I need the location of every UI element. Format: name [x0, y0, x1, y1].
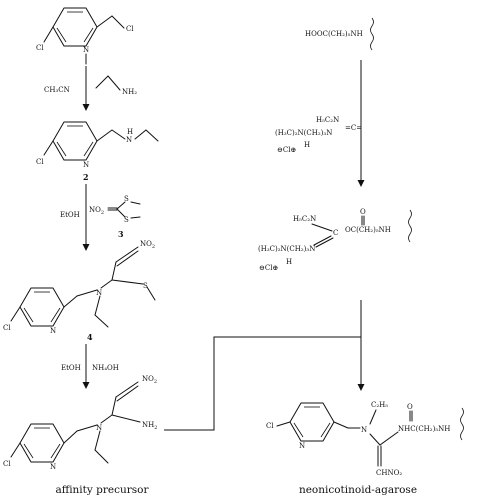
- compound-3: NO2 S S 3: [89, 195, 141, 239]
- precursor-no2: NO2: [142, 375, 157, 385]
- compound-4-amine-n: N: [96, 289, 102, 297]
- edc-reagent: H₅C₂N =C= (H₃C)₂N(CH₂)₃N ⊖Cl⊕ H: [275, 116, 362, 154]
- compound-1-ring-n: N: [83, 46, 89, 54]
- compound-2-nh-n: N: [126, 136, 132, 144]
- ester-h: H: [286, 258, 292, 266]
- acid-support-wavy: [370, 17, 374, 51]
- coupling-connector: [164, 336, 361, 431]
- compound-4-no2: NO2: [140, 240, 155, 250]
- compound-4-ring-n: N: [50, 327, 56, 335]
- ester-h5c2n: H₅C₂N: [293, 215, 316, 223]
- acid-spacer: HOOC(CH₂)₅NH: [305, 17, 374, 51]
- ester-amine: (H₃C)₂N(CH₂)₃N: [258, 245, 315, 253]
- step3-solvent: EtOH: [61, 364, 81, 372]
- agarose-ring-n: N: [299, 442, 305, 450]
- acid-formula: HOOC(CH₂)₅NH: [305, 30, 363, 38]
- compound-1-ring: [52, 7, 98, 47]
- ethylamine-reagent: NH₂: [95, 75, 137, 96]
- agarose-c2h5: C₂H₅: [371, 401, 388, 409]
- compound-3-no2: NO2: [89, 206, 104, 216]
- compound-2-ring-cl: Cl: [36, 158, 44, 166]
- compound-1: Cl Cl N: [36, 7, 134, 65]
- compound-4: N S NO2 Cl N 4: [3, 240, 156, 342]
- edc-amine: (H₃C)₂N(CH₂)₃N: [275, 129, 332, 137]
- agarose-o: O: [407, 403, 413, 411]
- edc-h: H: [304, 141, 310, 149]
- neonicotinoid-agarose: Cl N N C₂H₅ O NHC(CH₂)₅NH CHNO₂ neonicot…: [266, 401, 464, 496]
- precursor-nh2: NH2: [142, 421, 157, 431]
- agarose-amine-n: N: [361, 426, 367, 434]
- affinity-precursor: N NO2 NH2 Cl N affinity precursor: [3, 375, 157, 496]
- agarose-chno2: CHNO₂: [376, 469, 402, 477]
- compound-1-side-cl: Cl: [126, 25, 134, 33]
- compound-4-ring-cl: Cl: [3, 324, 11, 332]
- edc-h5c2n: H₅C₂N: [316, 116, 339, 124]
- ester-support-wavy: [408, 209, 412, 243]
- compound-3-number: 3: [118, 229, 124, 239]
- precursor-caption: affinity precursor: [55, 484, 149, 496]
- precursor-amine-n: N: [96, 424, 102, 432]
- agarose-caption: neonicotinoid-agarose: [299, 484, 417, 496]
- compound-2-nh-h: H: [127, 128, 133, 136]
- compound-1-ring-cl: Cl: [36, 44, 44, 52]
- edc-counter: ⊖Cl⊕: [277, 146, 296, 154]
- compound-3-s1: S: [124, 195, 129, 203]
- precursor-ring-cl: Cl: [3, 460, 11, 468]
- compound-2-number: 2: [83, 172, 89, 182]
- agarose-nh-chain: NHC(CH₂)₅NH: [398, 425, 450, 433]
- edc-eq: =C=: [345, 124, 362, 132]
- precursor-ring-n: N: [50, 463, 56, 471]
- compound-2: N H Cl N 2: [36, 121, 159, 182]
- step2-solvent: EtOH: [60, 211, 80, 219]
- compound-2-ring-n: N: [83, 161, 89, 169]
- compound-4-number: 4: [87, 332, 93, 342]
- compound-4-s: S: [143, 282, 148, 290]
- ester-counter: ⊖Cl⊕: [259, 264, 278, 272]
- ester-c: C: [333, 229, 338, 237]
- ester-oc: OC(CH₂)₅NH: [345, 226, 391, 234]
- step1-amine: NH₂: [122, 88, 137, 96]
- agarose-ring-cl: Cl: [266, 422, 274, 430]
- step3-reagent: NH₄OH: [92, 364, 119, 372]
- ester-o: O: [360, 208, 366, 216]
- compound-3-s2: S: [124, 216, 129, 224]
- agarose-support-wavy: [460, 407, 464, 441]
- activated-ester: H₅C₂N C OC(CH₂)₅NH O (H₃C)₂N(CH₂)₃N ⊖Cl⊕…: [258, 208, 412, 272]
- step1-solvent: CH₃CN: [44, 86, 70, 94]
